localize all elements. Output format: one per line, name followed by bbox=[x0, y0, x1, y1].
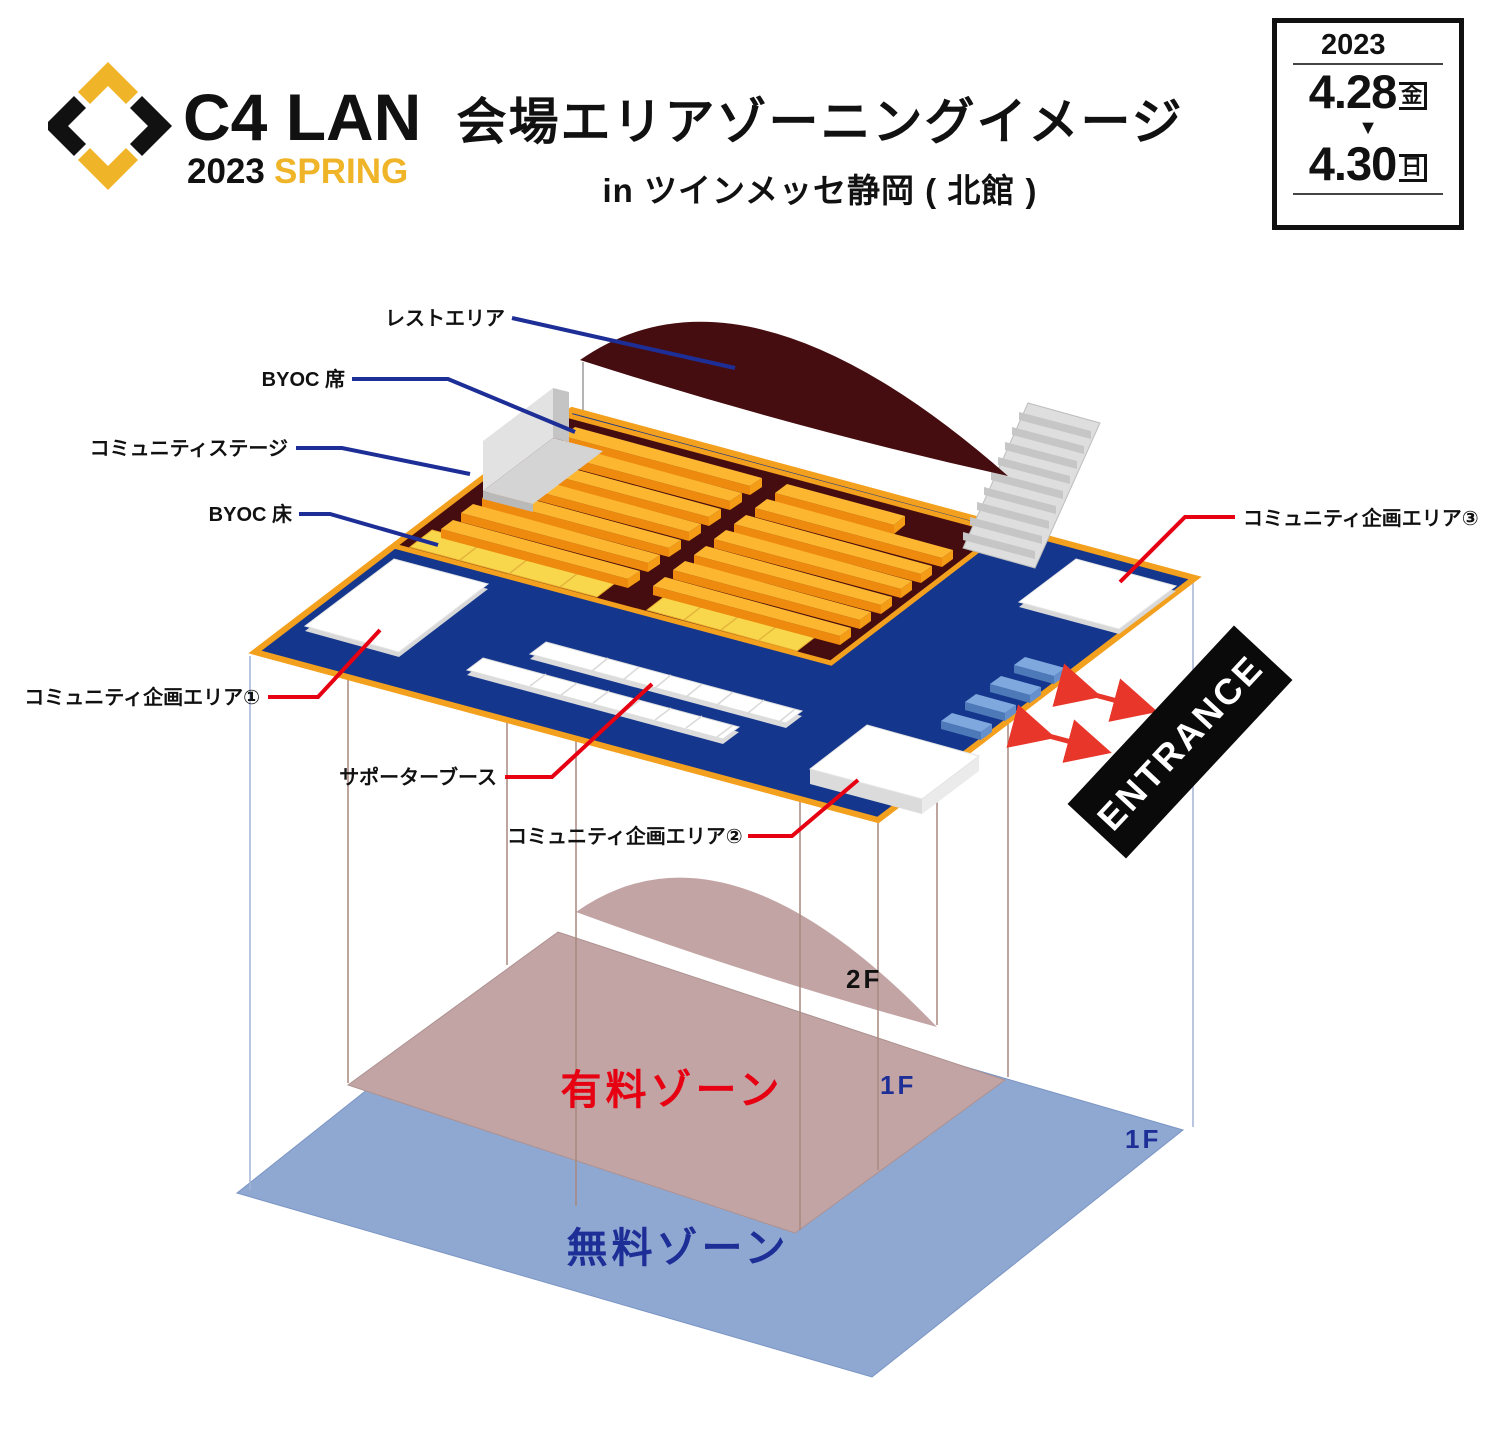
date-bottom-rule bbox=[1293, 193, 1443, 196]
entrance-banner-label: ENTRANCE bbox=[1089, 646, 1272, 838]
label-1f-outer: 1F bbox=[1125, 1124, 1161, 1154]
paid-zone-2f-crescent bbox=[576, 877, 937, 1027]
label-byoc-seats: BYOC 席 bbox=[262, 367, 345, 391]
page-title: 会場エリアゾーニングイメージ bbox=[456, 94, 1184, 150]
logo-chevron-top-icon bbox=[77, 61, 139, 105]
end-day-badge: 日 bbox=[1399, 154, 1428, 183]
logo-chevron-bottom-icon bbox=[77, 147, 139, 191]
paid-zone-1f bbox=[346, 931, 1007, 1234]
navy-leader-lines bbox=[296, 316, 736, 547]
c4lan-logo-svg: C4 LAN 2023 SPRING bbox=[43, 61, 421, 191]
entrance-banner: ENTRANCE bbox=[1067, 625, 1293, 859]
byoc-seat-rows-right bbox=[653, 484, 953, 645]
date-range-arrow-icon: ▼ bbox=[1358, 117, 1378, 140]
stairs-to-2f bbox=[962, 402, 1101, 569]
title-block: 会場エリアゾーニングイメージ in ツインメッセ静岡 ( 北館 ) bbox=[455, 82, 1185, 212]
logo-chevron-right-icon bbox=[129, 95, 173, 157]
logo-year: 2023 bbox=[187, 152, 265, 191]
label-free-zone: 無料ゾーン bbox=[567, 1225, 790, 1271]
community-area-3-mat bbox=[1017, 558, 1178, 634]
label-community-area-2: コミュニティ企画エリア② bbox=[507, 824, 743, 848]
logo-chevron-left-icon bbox=[43, 95, 87, 157]
label-community-stage: コミュニティステージ bbox=[90, 438, 288, 460]
supporter-booth-strips bbox=[465, 641, 804, 744]
label-byoc-floor: BYOC 床 bbox=[209, 502, 293, 526]
community-area-2-box bbox=[808, 724, 981, 814]
red-leader-lines bbox=[268, 515, 1235, 838]
start-day-badge: 金 bbox=[1399, 82, 1428, 111]
rest-area-crescent bbox=[580, 321, 1008, 476]
label-paid-zone: 有料ゾーン bbox=[561, 1067, 784, 1113]
label-community-area-3: コミュニティ企画エリア③ bbox=[1243, 506, 1479, 530]
label-rest-area: レストエリア bbox=[385, 308, 505, 330]
entrance-flow-arrows bbox=[1006, 663, 1158, 763]
logo-wordmark: C4 LAN bbox=[183, 80, 421, 154]
label-supporter-booth: サポーターブース bbox=[339, 765, 497, 789]
label-2f: 2F bbox=[846, 964, 882, 994]
logo-season: SPRING bbox=[274, 152, 408, 191]
label-1f-inner: 1F bbox=[880, 1070, 916, 1100]
page-subtitle: in ツインメッセ静岡 ( 北館 ) bbox=[602, 172, 1038, 209]
c4lan-logo: C4 LAN 2023 SPRING bbox=[43, 48, 518, 203]
event-year: 2023 bbox=[1293, 29, 1443, 65]
community-area-1-mat bbox=[303, 558, 490, 657]
label-community-area-1: コミュニティ企画エリア① bbox=[24, 685, 260, 709]
